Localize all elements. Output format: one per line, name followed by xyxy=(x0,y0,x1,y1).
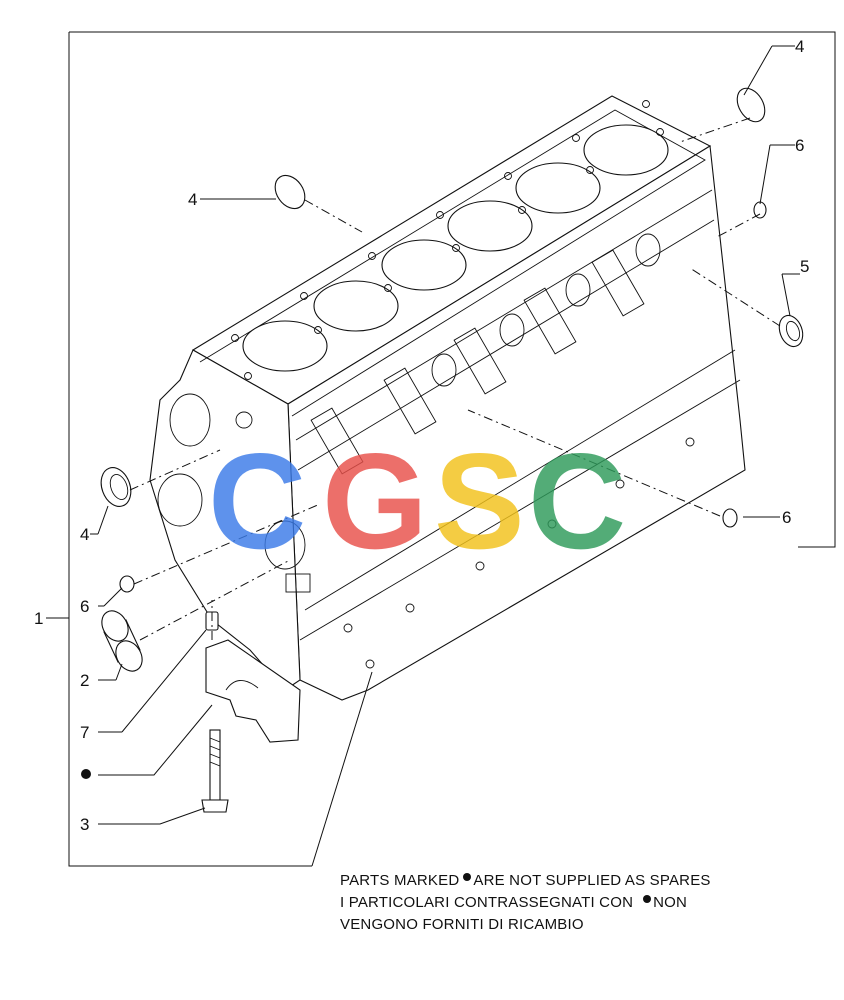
seal-5 xyxy=(778,314,804,348)
bearing-cap xyxy=(205,639,301,743)
note-line-2-end: NON xyxy=(653,894,688,911)
callout-1: 1 xyxy=(34,609,43,628)
non-spare-marker-dot xyxy=(81,769,91,779)
plug-4-left xyxy=(274,174,306,210)
plug-6-top xyxy=(753,201,767,219)
note-line-3-text: VENGONO FORNITI DI RICAMBIO xyxy=(340,916,584,933)
note-line-1-end: ARE NOT SUPPLIED AS SPARES xyxy=(473,872,711,889)
watermark-letter-4: C xyxy=(528,425,626,577)
callout-numbers: 1 2 3 4 4 4 5 6 6 6 7 xyxy=(34,37,809,834)
center-lines xyxy=(129,117,781,641)
callout-4-top: 4 xyxy=(795,37,804,56)
note-line-1: PARTS MARKED ARE NOT SUPPLIED AS SPARES xyxy=(340,870,711,892)
plug-4-top xyxy=(736,87,766,123)
watermark-letter-2: G xyxy=(322,425,428,577)
watermark-logo: C G S C xyxy=(208,425,626,577)
callout-6-front: 6 xyxy=(80,597,89,616)
callout-5: 5 xyxy=(800,257,809,276)
watermark-letter-3: S xyxy=(434,425,525,577)
callout-4-front: 4 xyxy=(80,525,89,544)
bushing-2 xyxy=(101,610,143,672)
marker-dot-icon xyxy=(643,895,652,903)
engine-block xyxy=(149,95,746,701)
note-line-2: I PARTICOLARI CONTRASSEGNATI CON NON xyxy=(340,892,687,914)
callout-2: 2 xyxy=(80,671,89,690)
callout-6-right: 6 xyxy=(782,508,791,527)
bolt-3 xyxy=(201,729,229,813)
note-line-1-start: PARTS MARKED xyxy=(340,872,460,889)
plug-6-right xyxy=(722,508,738,528)
assembly-bracket xyxy=(68,31,836,867)
callout-3: 3 xyxy=(80,815,89,834)
plug-6-front xyxy=(119,575,135,593)
plug-4-front xyxy=(100,467,132,507)
watermark-letter-1: C xyxy=(208,425,306,577)
callout-7: 7 xyxy=(80,723,89,742)
leader-lines xyxy=(46,45,800,867)
callout-4-left: 4 xyxy=(188,190,197,209)
callout-6-top: 6 xyxy=(795,136,804,155)
note-line-3: VENGONO FORNITI DI RICAMBIO xyxy=(340,914,584,936)
marker-dot-icon xyxy=(463,873,472,881)
note-line-2-start: I PARTICOLARI CONTRASSEGNATI CON xyxy=(340,894,634,911)
